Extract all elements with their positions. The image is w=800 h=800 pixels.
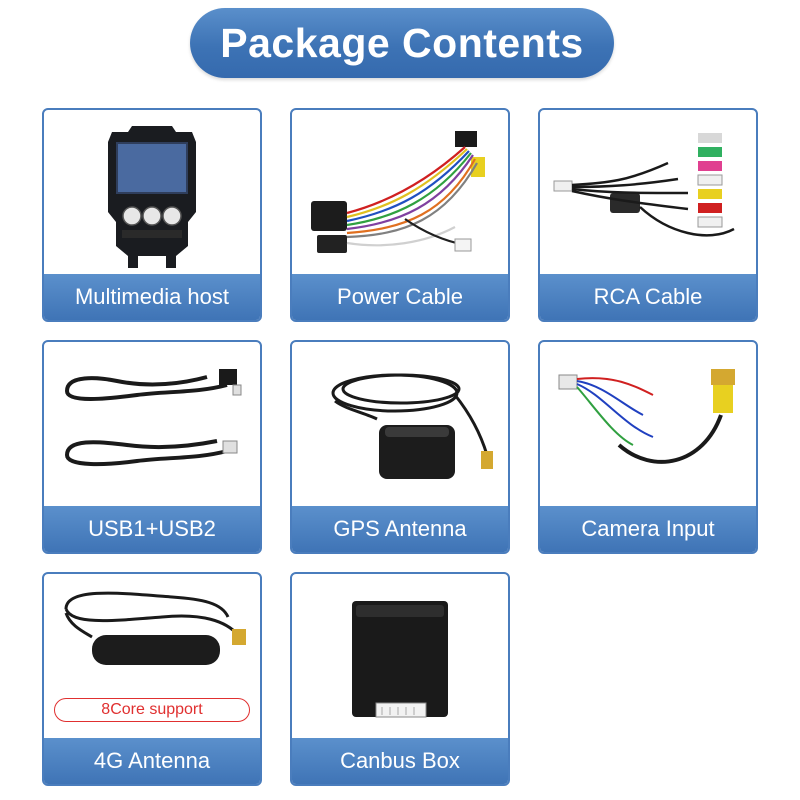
camera-input-icon [558,369,735,464]
camera-input-image [540,342,756,508]
item-card-canbus-box: Canbus Box [290,572,510,786]
canbus-box-icon [352,601,448,718]
page-title-banner: Package Contents [190,8,614,78]
item-label: 4G Antenna [93,748,211,773]
item-card-rca-cable: RCA Cable [538,108,758,322]
item-card-camera-input: Camera Input [538,340,758,554]
item-label-bar: RCA Cable [540,274,756,320]
item-label-bar: USB1+USB2 [44,506,260,552]
item-label: Camera Input [581,516,715,541]
4g-antenna-icon [64,591,246,665]
item-label-bar: Camera Input [540,506,756,552]
item-label: USB1+USB2 [88,516,216,541]
item-card-power-cable: Power Cable [290,108,510,322]
item-card-multimedia-host: Multimedia host [42,108,262,322]
item-label: Multimedia host [74,284,230,309]
item-label-bar: Power Cable [292,274,508,320]
item-label-bar: Canbus Box [292,738,508,784]
multimedia-host-icon [108,126,196,268]
item-label: GPS Antenna [333,516,467,541]
core-support-badge: 8Core support [54,698,250,722]
item-card-gps-antenna: GPS Antenna [290,340,510,554]
item-card-usb: USB1+USB2 [42,340,262,554]
item-label-bar: GPS Antenna [292,506,508,552]
page-title: Package Contents [220,19,584,66]
item-card-4g-antenna: 8Core support 4G Antenna [42,572,262,786]
rca-cable-icon [553,133,735,237]
4g-antenna-image [44,574,260,740]
item-label: Power Cable [337,284,463,309]
multimedia-host-image [44,110,260,276]
item-label-bar: 4G Antenna [44,738,260,784]
power-cable-icon [311,131,485,253]
usb-cable-image [44,342,260,508]
gps-antenna-image [292,342,508,508]
canbus-box-image [292,574,508,740]
badge-text: 8Core support [101,701,203,718]
rca-cable-image [540,110,756,276]
power-cable-image [292,110,508,276]
item-label-bar: Multimedia host [44,274,260,320]
usb-cable-icon [65,369,242,467]
gps-antenna-icon [331,373,493,479]
item-label: Canbus Box [340,748,460,773]
item-label: RCA Cable [593,284,703,309]
